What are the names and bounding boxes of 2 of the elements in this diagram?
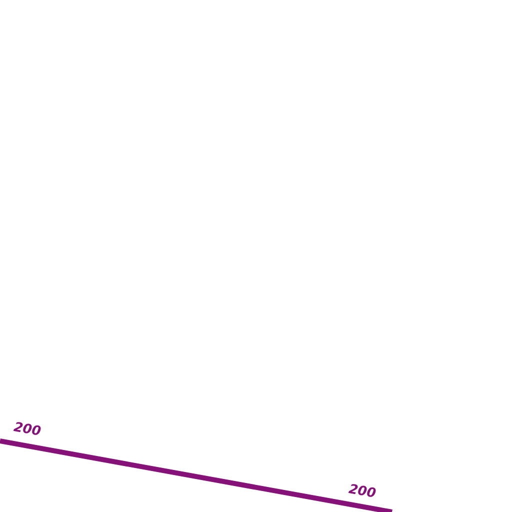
contour-value: 200 [12,421,42,439]
contour-value: 200 [348,483,377,501]
